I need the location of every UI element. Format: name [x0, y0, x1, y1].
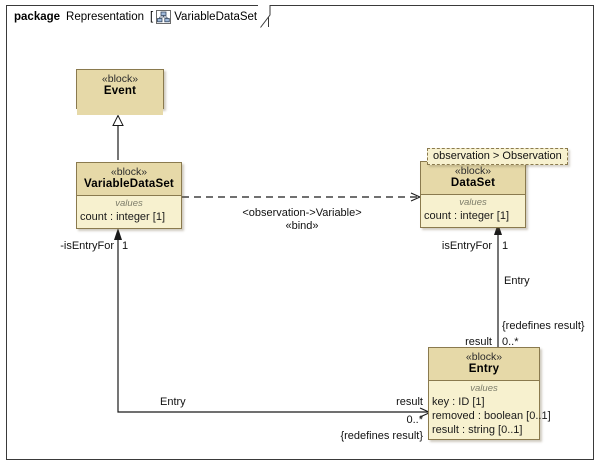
block-event[interactable]: «block» Event	[76, 69, 164, 115]
package-tab-corner	[258, 5, 271, 28]
package-header-tab: package Representation [ VariableDataSet…	[6, 5, 270, 27]
left-assoc-constraint: {redefines result}	[340, 430, 423, 442]
block-variabledataset-attributes: count : integer [1]	[77, 210, 181, 227]
block-variabledataset-stereotype: «block»	[110, 166, 148, 178]
block-dataset-values-label: values	[459, 197, 487, 209]
block-event-header: «block» Event	[77, 70, 163, 115]
left-assoc-target-role2: result	[396, 396, 423, 408]
attribute-row: removed : boolean [0..1]	[432, 410, 551, 423]
attribute-row: count : integer [1]	[80, 211, 165, 224]
block-entry-attributes: key : ID [1] removed : boolean [0..1] re…	[429, 395, 551, 440]
block-dataset-attributes: count : integer [1]	[421, 209, 525, 226]
attribute-row: count : integer [1]	[424, 210, 509, 223]
attribute-row: key : ID [1]	[432, 396, 485, 409]
block-entry-header: «block» Entry	[429, 348, 539, 382]
attribute-row: result : string [0..1]	[432, 424, 523, 437]
package-name: Representation	[66, 10, 145, 23]
block-variabledataset-name: VariableDataSet	[84, 178, 174, 191]
left-assoc-target-role: Entry	[160, 396, 186, 408]
bind-label-stereotype: «bind»	[285, 220, 319, 232]
block-entry-name: Entry	[468, 363, 500, 376]
right-assoc-target-role: Entry	[504, 275, 530, 287]
bracket-open: [	[150, 10, 154, 23]
bind-label-binding: <observation->Variable>	[242, 207, 362, 219]
block-event-name: Event	[103, 85, 137, 98]
package-keyword: package	[14, 10, 61, 23]
package-frame	[6, 5, 594, 460]
right-assoc-target-mult: 0..*	[502, 336, 519, 348]
block-entry-stereotype: «block»	[465, 351, 503, 363]
block-event-stereotype: «block»	[101, 73, 139, 85]
right-assoc-source-role: isEntryFor	[441, 240, 492, 252]
block-entry[interactable]: «block» Entry values key : ID [1] remove…	[428, 347, 551, 440]
block-dataset-stereotype: «block»	[454, 165, 492, 177]
block-entry-values-label: values	[470, 383, 498, 395]
block-variabledataset-header: «block» VariableDataSet	[77, 163, 181, 197]
dataset-qualified-name-tab: observation > Observation	[427, 148, 568, 165]
right-assoc-target-role2: result	[465, 336, 492, 348]
diagram-name: VariableDataSet	[174, 10, 258, 23]
block-dataset[interactable]: «block» DataSet values count : integer […	[420, 161, 526, 228]
block-variabledataset[interactable]: «block» VariableDataSet values count : i…	[76, 162, 182, 229]
block-dataset-name: DataSet	[450, 177, 496, 190]
left-assoc-target-mult: 0..*	[406, 414, 423, 426]
left-assoc-source-role: -isEntryFor	[60, 240, 114, 252]
right-assoc-constraint: {redefines result}	[502, 320, 585, 332]
bdd-icon	[156, 9, 172, 24]
block-variabledataset-values-label: values	[115, 198, 143, 210]
left-assoc-source-mult: 1	[122, 240, 129, 252]
block-dataset-header: «block» DataSet	[421, 162, 525, 196]
right-assoc-source-mult: 1	[502, 240, 509, 252]
